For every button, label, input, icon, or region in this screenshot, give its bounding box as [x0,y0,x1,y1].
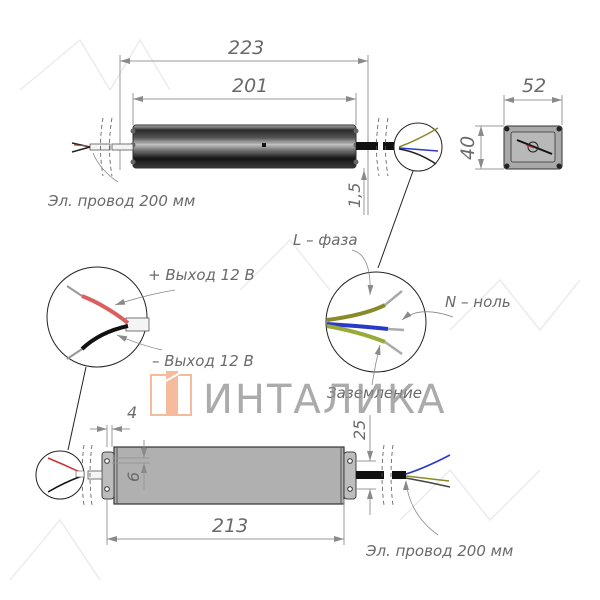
detail-circle-input-small [393,122,443,172]
body-screw [262,143,266,147]
watermark-pattern [9,38,581,581]
label-neutral: N – ноль [445,293,511,311]
logo-text: ИНТАЛИКА [203,377,447,423]
dimension-body-length: 201 [232,75,268,97]
dimension-hole: 6 [124,472,143,482]
label-phase: L – фаза [293,231,358,249]
dimension-mount-length: 213 [212,515,248,537]
detail-circle-output [46,266,148,368]
label-ground: Заземление [327,384,422,402]
power-supply-body-bottom [113,446,345,505]
bottom-view: 4 6 [35,403,513,560]
dimension-overall-length: 223 [228,37,264,59]
dimension-tab: 4 [127,403,137,422]
power-supply-body-top [132,124,357,169]
detail-output-wires: + Выход 12 В – Выход 12 В [46,266,255,451]
detail-circle-input [325,271,427,373]
dimension-end-height: 40 [457,136,479,160]
label-output-minus: – Выход 12 В [152,352,254,370]
detail-input-wires: L – фаза N – ноль Заземление [293,231,511,402]
label-input-cable-length: Эл. провод 200 мм [47,192,195,210]
dimension-mount-spacing: 25 [350,420,369,440]
end-view: 52 40 [457,75,563,170]
brand-watermark: ИНТАЛИКА [150,371,447,423]
label-output-plus: + Выход 12 В [148,266,255,284]
dimension-end-width: 52 [522,75,546,97]
label-output-cable-length: Эл. провод 200 мм [365,542,513,560]
dimension-cable-offset: 1,5 [345,183,364,208]
top-view: 223 201 Эл. провод 200 мм [47,37,443,269]
